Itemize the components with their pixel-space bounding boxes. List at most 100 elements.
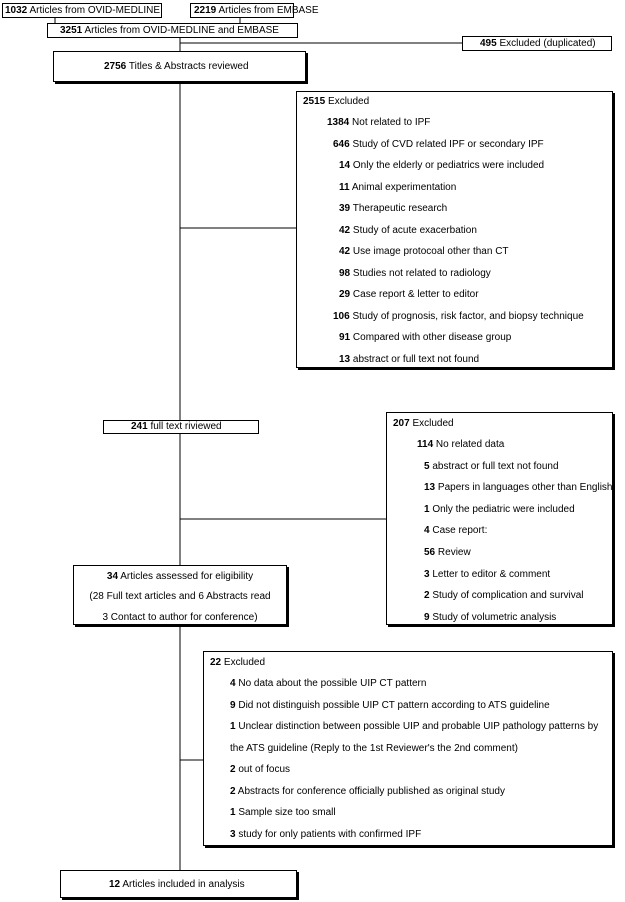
label: Excluded	[328, 96, 370, 107]
source-embase-box: 2219 Articles from EMBASE	[190, 3, 319, 18]
label: Articles from OVID-MEDLINE	[29, 5, 161, 16]
item-count: 56	[424, 547, 436, 558]
exclusion-box-1: 2515 Excluded 1384 Not related to IPF 64…	[296, 91, 613, 368]
item-count: 14	[339, 160, 351, 171]
label: Articles from EMBASE	[218, 5, 319, 16]
eligibility-detail-2: 3 Contact to author for conference)	[102, 612, 258, 623]
count: 207	[393, 418, 410, 429]
label: Titles & Abstracts reviewed	[128, 61, 249, 72]
item-label: abstract or full text not found	[432, 461, 559, 472]
item-count: 1	[230, 807, 236, 818]
item-label: study for only patients with confirmed I…	[238, 829, 422, 840]
item-label: Case report & letter to editor	[352, 289, 479, 300]
duplicated-box: 495 Excluded (duplicated)	[462, 36, 612, 51]
list-item: 56 Review	[424, 547, 471, 559]
item-count: 5	[424, 461, 430, 472]
item-count: 98	[339, 268, 351, 279]
count: 12	[109, 879, 121, 890]
item-count: 114	[417, 439, 434, 450]
item-label: Case report:	[432, 525, 488, 536]
item-count: 13	[339, 354, 351, 365]
item-label: Papers in languages other than English	[437, 482, 613, 493]
item-count: 646	[333, 139, 350, 150]
list-item: 3 Letter to editor & comment	[424, 569, 550, 581]
list-item: 98 Studies not related to radiology	[339, 268, 491, 280]
item-label: Compared with other disease group	[352, 332, 512, 343]
item-count: 29	[339, 289, 351, 300]
list-item: 2 Abstracts for conference officially pu…	[230, 786, 505, 798]
item-count: 1	[424, 504, 430, 515]
list-item: 2 out of focus	[230, 764, 290, 776]
item-count: 4	[424, 525, 430, 536]
item-label: Therapeutic research	[352, 203, 448, 214]
item-count: 9	[424, 612, 430, 623]
item-count: 9	[230, 700, 236, 711]
list-item: 114 No related data	[417, 439, 504, 451]
item-count: 11	[339, 182, 350, 193]
list-item: 39 Therapeutic research	[339, 203, 447, 215]
item-label: Study of CVD related IPF or secondary IP…	[352, 139, 544, 150]
fulltext-box: 241 full text riviewed	[103, 420, 259, 434]
item-count: 42	[339, 225, 351, 236]
combined-box: 3251 Articles from OVID-MEDLINE and EMBA…	[47, 23, 298, 38]
item-count: 13	[424, 482, 436, 493]
count: 241	[131, 421, 148, 432]
item-count: 2	[424, 590, 430, 601]
list-item: 9 Study of volumetric analysis	[424, 612, 556, 624]
source-ovid-box: 1032 Articles from OVID-MEDLINE	[2, 3, 162, 18]
item-label: Review	[437, 547, 471, 558]
label: full text riviewed	[150, 421, 222, 432]
item-label: Abstracts for conference officially publ…	[237, 786, 505, 797]
count: 22	[210, 657, 222, 668]
item-count: 42	[339, 246, 351, 257]
included-box: 12 Articles included in analysis	[60, 870, 297, 898]
item-count: 1384	[327, 117, 350, 128]
list-item: 646 Study of CVD related IPF or secondar…	[333, 139, 544, 151]
list-item: 13 abstract or full text not found	[339, 354, 479, 366]
item-label: Studies not related to radiology	[352, 268, 491, 279]
item-count: 39	[339, 203, 351, 214]
label: Excluded	[412, 418, 454, 429]
count: 495	[480, 38, 497, 49]
list-item: 42 Study of acute exacerbation	[339, 225, 477, 237]
count: 34	[106, 571, 119, 582]
list-item: 4 No data about the possible UIP CT patt…	[230, 678, 426, 690]
item-label: Study of acute exacerbation	[352, 225, 477, 236]
count: 2219	[194, 5, 217, 16]
label: Articles from OVID-MEDLINE and EMBASE	[84, 25, 279, 36]
count: 2756	[104, 61, 127, 72]
item-label: Only the elderly or pediatrics were incl…	[352, 160, 545, 171]
item-label: Study of complication and survival	[432, 590, 584, 601]
item-label: out of focus	[238, 764, 291, 775]
item-count: 1	[230, 721, 236, 732]
list-item: 1384 Not related to IPF	[327, 117, 430, 129]
item-label: No data about the possible UIP CT patter…	[238, 678, 427, 689]
item-count: 3	[230, 829, 236, 840]
label: Excluded (duplicated)	[499, 38, 596, 49]
list-item: 91 Compared with other disease group	[339, 332, 511, 344]
item-label: No related data	[435, 439, 505, 450]
item-label: Letter to editor & comment	[432, 569, 551, 580]
item-label: Unclear distinction between possible UIP…	[238, 721, 599, 732]
item-count: 3	[424, 569, 430, 580]
eligibility-box: 34 Articles assessed for eligibility (28…	[73, 565, 287, 625]
item-count: 2	[230, 786, 236, 797]
list-item: 42 Use image protocoal other than CT	[339, 246, 509, 258]
item-count: 4	[230, 678, 236, 689]
list-item: 29 Case report & letter to editor	[339, 289, 479, 301]
count: 2515	[303, 96, 326, 107]
item-label: Study of volumetric analysis	[432, 612, 557, 623]
label: Excluded	[223, 657, 266, 668]
item-count: 2	[230, 764, 236, 775]
list-item: 11 Animal experimentation	[339, 182, 456, 194]
label: Articles included in analysis	[122, 879, 245, 890]
item-label: Animal experimentation	[351, 182, 457, 193]
label: Articles assessed for eligibility	[120, 571, 254, 582]
item-label: Not related to IPF	[352, 117, 431, 128]
screened-box: 2756 Titles & Abstracts reviewed	[53, 51, 306, 82]
list-item: 1 Unclear distinction between possible U…	[230, 721, 598, 733]
item-label: abstract or full text not found	[352, 354, 480, 365]
list-item: 5 abstract or full text not found	[424, 461, 559, 473]
count: 3251	[60, 25, 83, 36]
